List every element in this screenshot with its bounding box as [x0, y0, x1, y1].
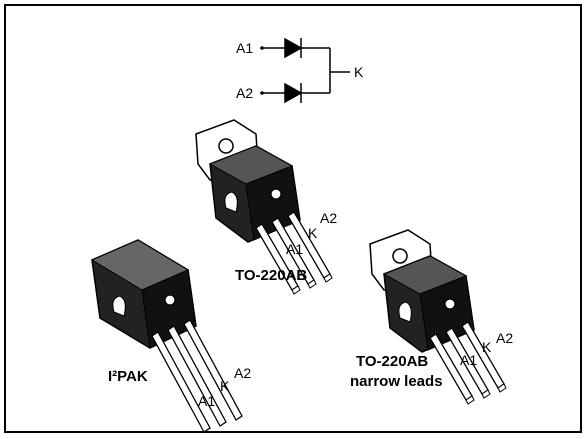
- to220ab-pin-a2: A2: [320, 210, 337, 226]
- to220ab-narrow-pin-k: K: [482, 339, 492, 355]
- to220ab-narrow-pin-a1: A1: [460, 352, 477, 368]
- diode-schematic: [263, 37, 350, 104]
- i2pak-label: I²PAK: [108, 368, 148, 385]
- to220ab-narrow-label: TO-220AB: [356, 353, 428, 370]
- i2pak-package: [91, 239, 243, 433]
- i2pak-pin-a2: A2: [234, 365, 251, 381]
- to220ab-pin-k: K: [308, 225, 318, 241]
- to220ab-label: TO-220AB: [235, 267, 307, 284]
- i2pak-pin-a1: A1: [198, 393, 215, 409]
- a1-terminal-dot: [260, 46, 264, 50]
- to220ab-pin-a1: A1: [286, 241, 303, 257]
- schematic-label-a2: A2: [236, 85, 253, 101]
- schematic-label-a1: A1: [236, 40, 253, 56]
- a2-terminal-dot: [260, 91, 264, 95]
- schematic-label-k: K: [354, 64, 364, 80]
- i2pak-pin-k: K: [220, 378, 230, 394]
- to220ab-narrow-subtitle: narrow leads: [350, 373, 443, 390]
- to220ab-narrow-pin-a2: A2: [496, 330, 513, 346]
